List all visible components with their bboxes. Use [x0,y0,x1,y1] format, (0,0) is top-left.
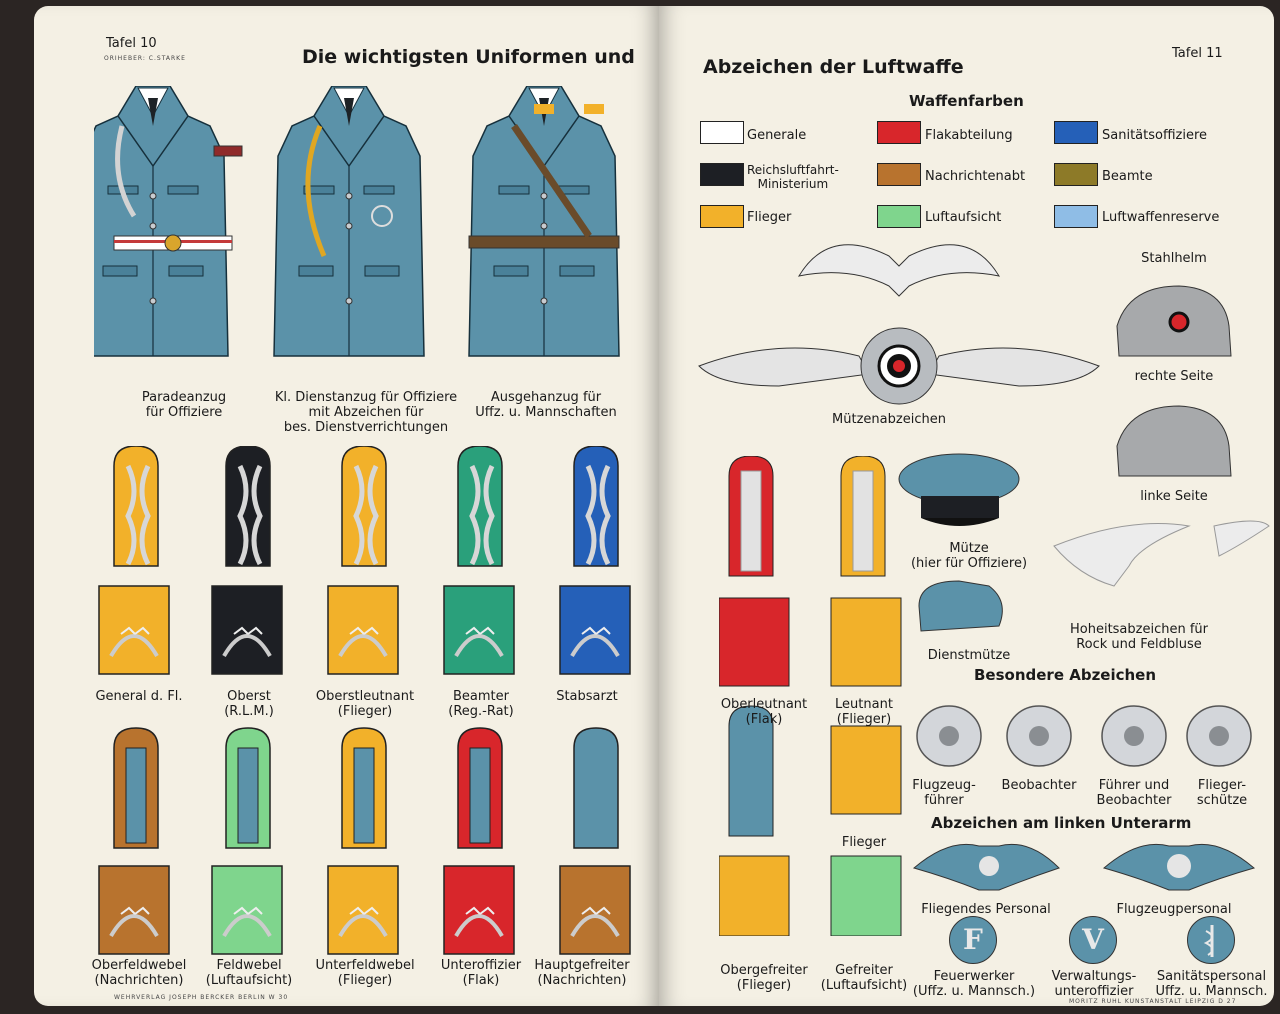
headgear-illustration [698,244,1270,632]
swatch-reserve [1054,205,1098,228]
rank-label-leutnant: Leutnant(Flieger) [835,697,893,727]
color-label-reserve: Luftwaffenreserve [1102,210,1220,225]
rank-label-obergefreiter: Obergefreiter(Flieger) [720,963,808,993]
swatch-flieger [700,205,744,228]
helmet-left-caption: linke Seite [1140,489,1208,504]
book-spread: Tafel 10 ORIHEBER: C.STARKE Die wichtigs… [34,6,1274,1006]
stahlhelm-caption: Stahlhelm [1141,251,1207,266]
color-label-nachrichten: Nachrichtenabt [925,169,1026,184]
sleeve-label-feuerwerker: Feuerwerker(Uffz. u. Mannsch.) [912,969,1036,999]
sleeve-badge-feuerwerker: F [949,916,997,964]
badge-label-beobachter: Beobachter [1001,778,1077,793]
publisher-left: WEHRVERLAG JOSEPH BERCKER BERLIN W 30 [114,994,289,1001]
color-label-beamte: Beamte [1102,169,1153,184]
swatch-beamte [1054,163,1098,186]
swatch-rlm [700,163,744,186]
rank-label-general: General d. Fl. [95,689,183,704]
helmet-right-caption: rechte Seite [1134,369,1214,384]
sleeve-label-fliegendes: Fliegendes Personal [921,902,1051,917]
rank-label-gefreiter: Gefreiter(Luftaufsicht) [820,963,908,993]
publisher-right: MORITZ RUHL KUNSTANSTALT LEIPZIG D 27 [1069,998,1237,1005]
rank-label-beamter: Beamter(Reg.-Rat) [448,689,514,719]
sleeve-label-flugzeugpersonal: Flugzeugpersonal [1116,902,1232,917]
tafel-number-right: Tafel 11 [1172,46,1223,61]
sleeve-badges-illustration [912,843,1256,891]
rank-label-feldwebel: Feldwebel(Luftaufsicht) [205,958,293,988]
rank-insignia-illustration [97,446,632,956]
muetze-caption: Mütze(hier für Offiziere) [910,541,1028,571]
badge-label-fliegerschuetze: Flieger-schütze [1196,778,1248,808]
sleeve-badge-sanitaet [1187,916,1235,964]
tafel-number-left: Tafel 10 [106,36,157,51]
eagle-emblem-small [797,244,1001,297]
rank-label-stabsarzt: Stabsarzt [556,689,618,704]
dienstmuetze-caption: Dienstmütze [927,648,1011,663]
eagle-emblem-large [1053,520,1270,587]
rank-label-flieger: Flieger [841,835,887,850]
unterarm-heading: Abzeichen am linken Unterarm [931,814,1192,832]
cap-badge-wings [698,347,1100,387]
rank-label-unterfeldwebel: Unterfeldwebel(Flieger) [315,958,415,988]
waffenfarben-heading: Waffenfarben [909,92,1024,110]
rank-label-unteroffizier: Unteroffizier(Flak) [440,958,522,988]
color-label-flak: Flakabteilung [925,128,1013,143]
swatch-generale [700,121,744,144]
color-label-generale: Generale [747,128,807,143]
rank-insignia-right-illustration [719,456,902,936]
printer-note: ORIHEBER: C.STARKE [104,55,186,62]
left-page: Tafel 10 ORIHEBER: C.STARKE Die wichtigs… [34,6,659,1006]
sleeve-badge-verwaltung: V [1069,916,1117,964]
color-label-rlm: Reichsluftfahrt-Ministerium [747,163,839,191]
muetzenabzeichen-caption: Mützenabzeichen [832,412,946,427]
uniforms-illustration [94,86,620,357]
page-title-left: Die wichtigsten Uniformen und [302,46,635,68]
page-title-right: Abzeichen der Luftwaffe [703,56,964,78]
special-badges-illustration [916,705,1252,767]
field-cap [918,580,1003,632]
badge-label-flugzeugfuehrer: Flugzeug-führer [912,778,976,808]
color-label-luftaufsicht: Luftaufsicht [925,210,1002,225]
sleeve-label-verwaltung: Verwaltungs-unteroffizier [1051,969,1137,999]
rank-label-oberst: Oberst(R.L.M.) [224,689,274,719]
swatch-luftaufsicht [877,205,921,228]
rank-label-hauptgefreiter: Hauptgefreiter(Nachrichten) [534,958,630,988]
swatch-nachrichten [877,163,921,186]
besondere-heading: Besondere Abzeichen [974,666,1157,684]
swatch-flak [877,121,921,144]
rank-label-oberleutnant: Oberleutnant(Flak) [720,697,808,727]
color-label-flieger: Flieger [747,210,792,225]
rank-label-oberstleutnant: Oberstleutnant(Flieger) [315,689,415,719]
right-page: Abzeichen der Luftwaffe Tafel 11 Waffenf… [659,6,1274,1006]
helmet-left [1116,405,1232,477]
swatch-sanitaet [1054,121,1098,144]
rank-label-oberfeldwebel: Oberfeldwebel(Nachrichten) [91,958,187,988]
color-label-sanitaet: Sanitätsoffiziere [1102,128,1208,143]
